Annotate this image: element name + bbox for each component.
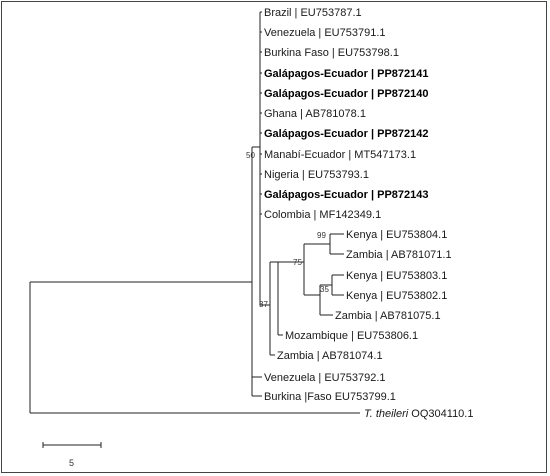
tree-branches — [29, 11, 360, 414]
leaf-label-nigeria: Nigeria | EU753793.1 — [264, 169, 369, 181]
bootstrap-node-99: 99 — [317, 231, 326, 240]
bootstrap-node-37: 37 — [259, 300, 268, 309]
leaf-label-zambia-ab781074: Zambia | AB781074.1 — [277, 350, 383, 362]
scale-bar: 5 — [42, 442, 102, 468]
leaf-label-manabi: Manabí-Ecuador | MT547173.1 — [264, 149, 416, 161]
leaf-label-brazil: Brazil | EU753787.1 — [264, 7, 362, 19]
leaf-label-zambia-ab781075: Zambia | AB781075.1 — [335, 310, 441, 322]
leaf-label-burkina-eu753799: Burkina |Faso EU753799.1 — [264, 391, 396, 403]
bootstrap-node-35: 35 — [320, 285, 329, 294]
leaf-labels: Brazil | EU753787.1 Venezuela | EU753791… — [264, 7, 473, 420]
leaf-label-galapagos-pp872143: Galápagos-Ecuador | PP872143 — [264, 189, 428, 201]
leaf-label-ghana: Ghana | AB781078.1 — [264, 108, 366, 120]
leaf-label-galapagos-pp872141: Galápagos-Ecuador | PP872141 — [264, 68, 428, 80]
leaf-label-kenya-eu753803: Kenya | EU753803.1 — [346, 270, 447, 282]
leaf-label-t-theileri: T. theileri OQ304110.1 — [364, 408, 473, 420]
scale-bar-label: 5 — [69, 458, 74, 468]
leaf-label-kenya-eu753804: Kenya | EU753804.1 — [346, 229, 447, 241]
leaf-label-t-theileri-accession: OQ304110.1 — [411, 408, 473, 420]
leaf-label-burkina-eu753798: Burkina Faso | EU753798.1 — [264, 47, 399, 59]
bootstrap-node-50: 50 — [246, 151, 255, 160]
leaf-label-kenya-eu753802: Kenya | EU753802.1 — [346, 290, 447, 302]
leaf-label-t-theileri-species: T. theileri — [364, 408, 409, 420]
leaf-label-venezuela-eu753792: Venezuela | EU753792.1 — [264, 372, 386, 384]
leaf-label-venezuela-eu753791: Venezuela | EU753791.1 — [264, 27, 386, 39]
leaf-label-zambia-ab781071: Zambia | AB781071.1 — [346, 249, 452, 261]
leaf-label-mozambique: Mozambique | EU753806.1 — [285, 330, 418, 342]
bootstrap-node-75: 75 — [293, 258, 302, 267]
bootstrap-values: 50 99 75 35 37 — [246, 151, 329, 309]
leaf-label-galapagos-pp872140: Galápagos-Ecuador | PP872140 — [264, 88, 428, 100]
leaf-label-galapagos-pp872142: Galápagos-Ecuador | PP872142 — [264, 128, 428, 140]
leaf-label-colombia: Colombia | MF142349.1 — [264, 209, 381, 221]
